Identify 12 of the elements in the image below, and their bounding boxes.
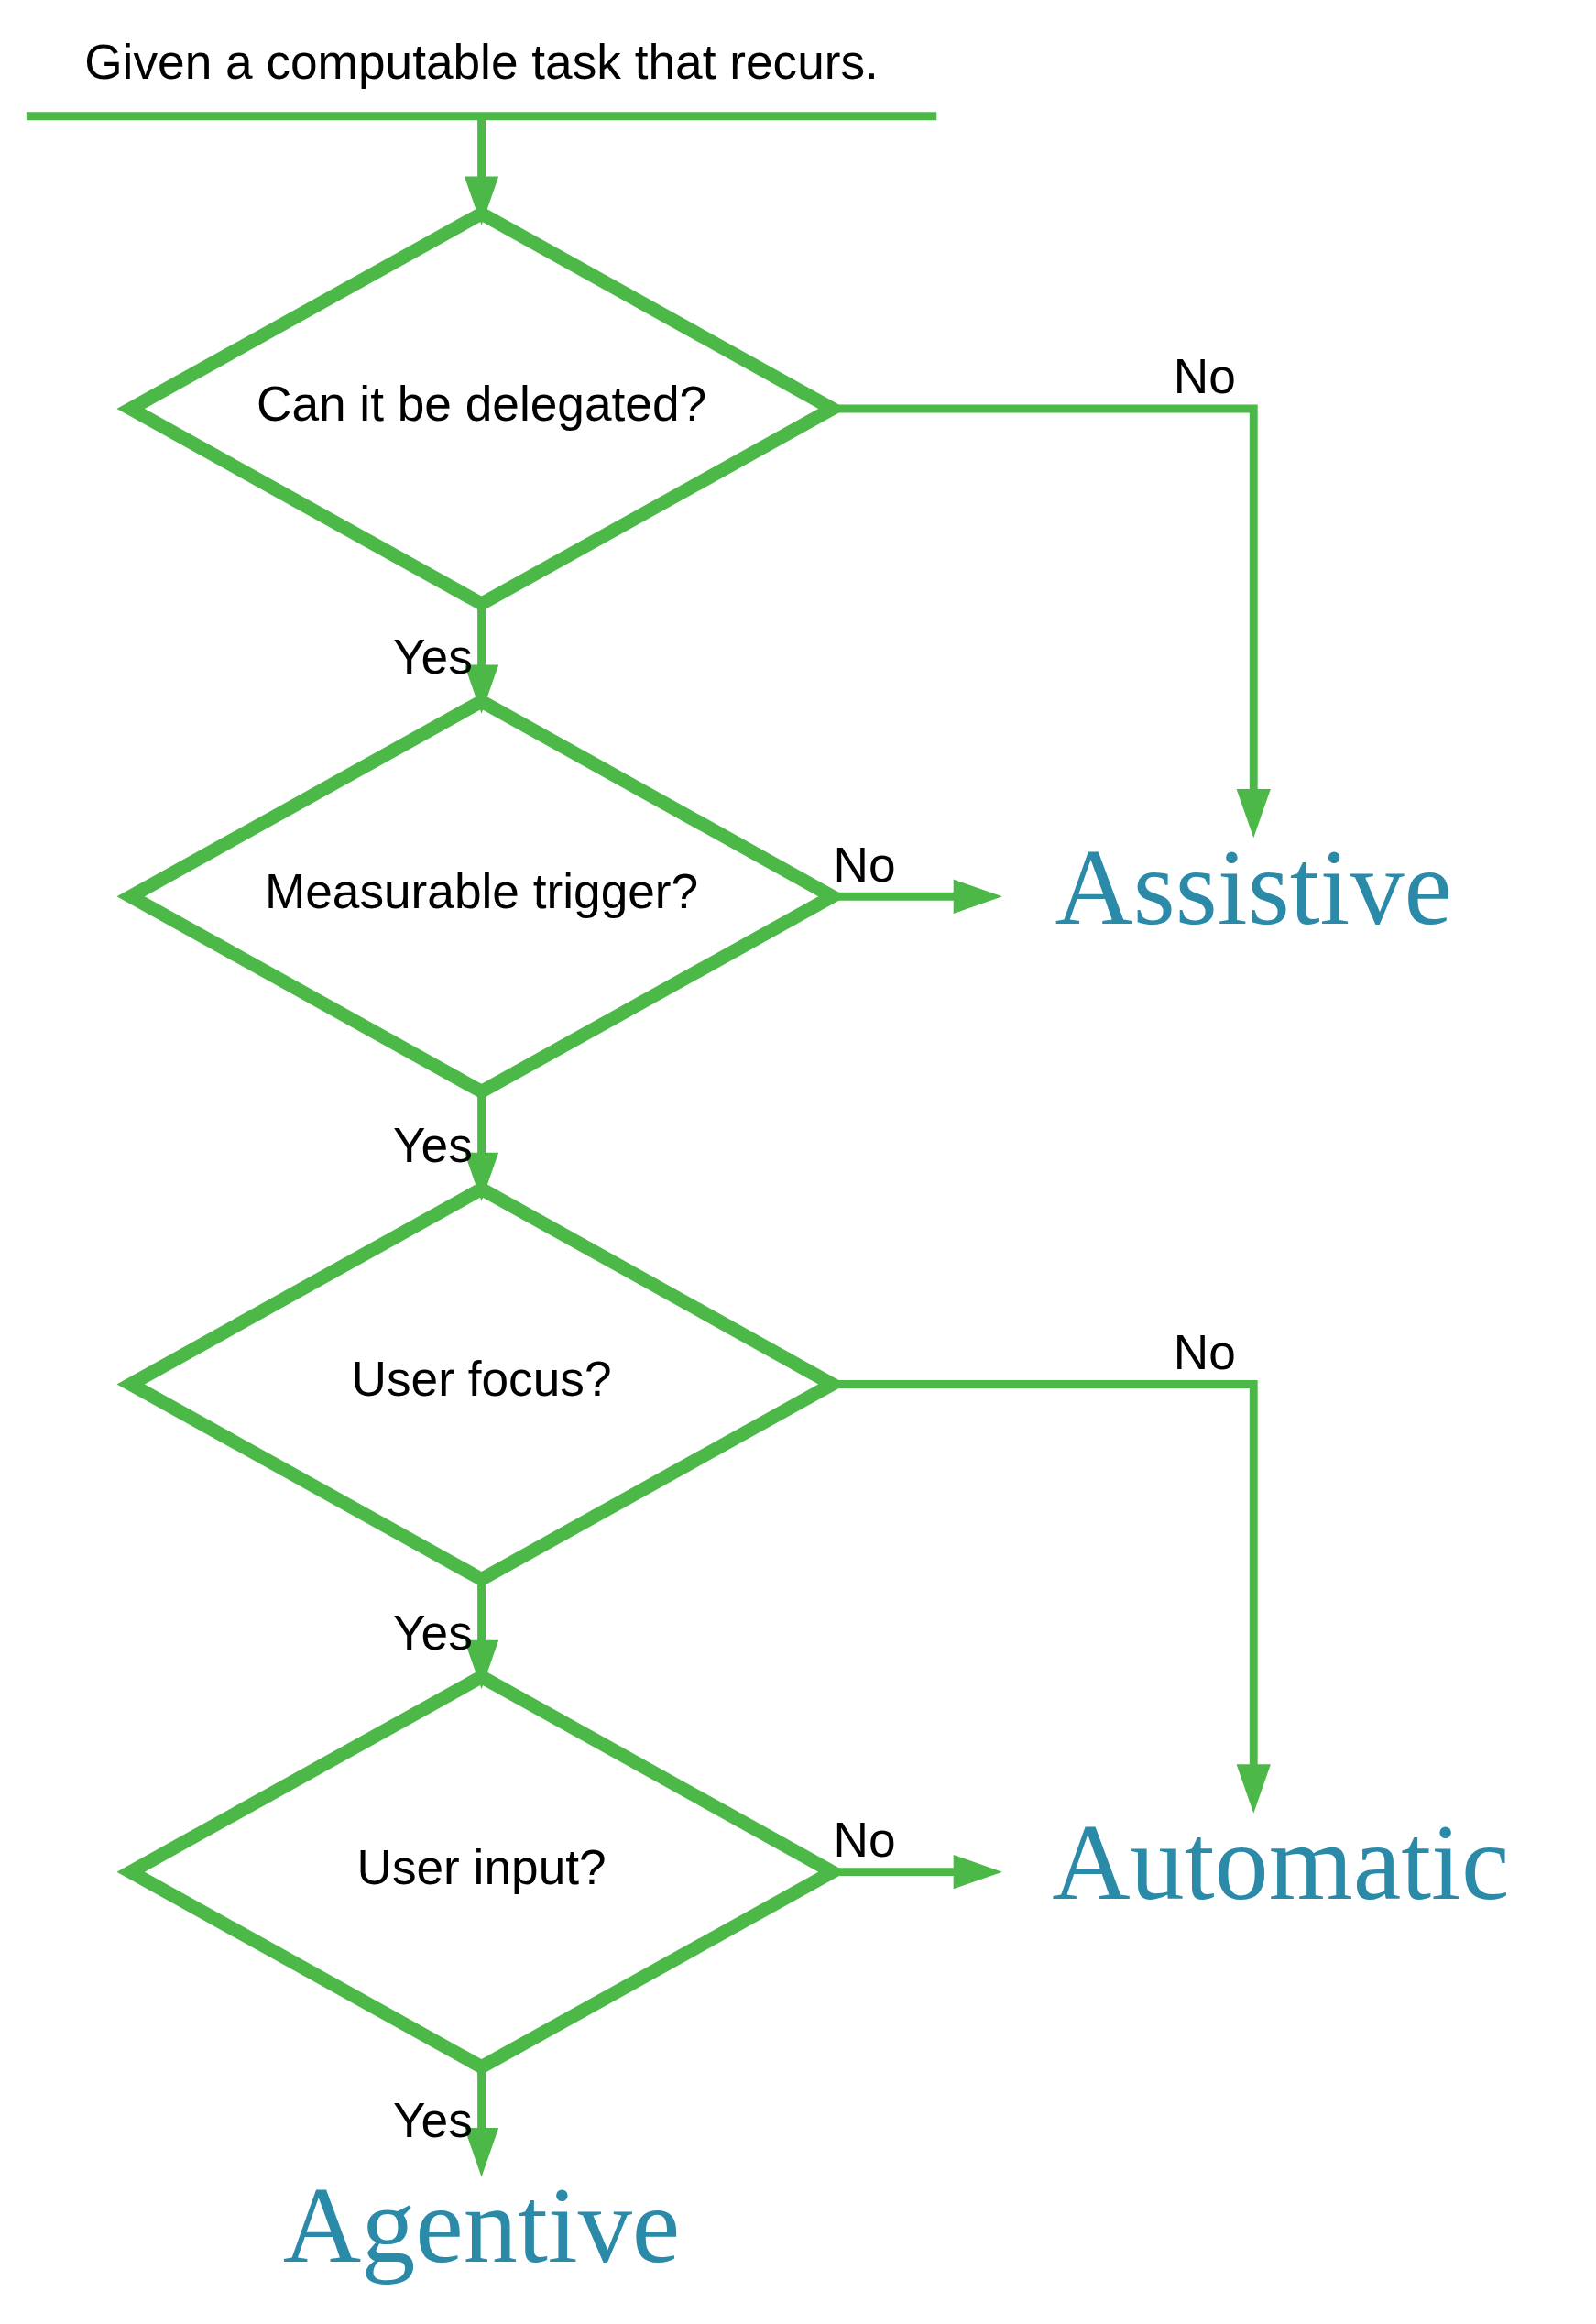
edge-label: Yes <box>392 630 473 685</box>
node-text: Agentive <box>282 2165 680 2286</box>
edge-label: Yes <box>392 1605 473 1660</box>
edge-label: No <box>1173 1324 1236 1379</box>
edge-label: No <box>833 837 896 892</box>
node-text: Assistive <box>1054 827 1452 948</box>
node-text: Given a computable task that recurs. <box>83 35 879 90</box>
edge-label: Yes <box>392 1117 473 1172</box>
edge-label: Yes <box>392 2092 473 2147</box>
edge-label: No <box>1173 349 1236 404</box>
edge-label: No <box>832 1813 896 1868</box>
node-text: Automatic <box>1051 1803 1509 1924</box>
